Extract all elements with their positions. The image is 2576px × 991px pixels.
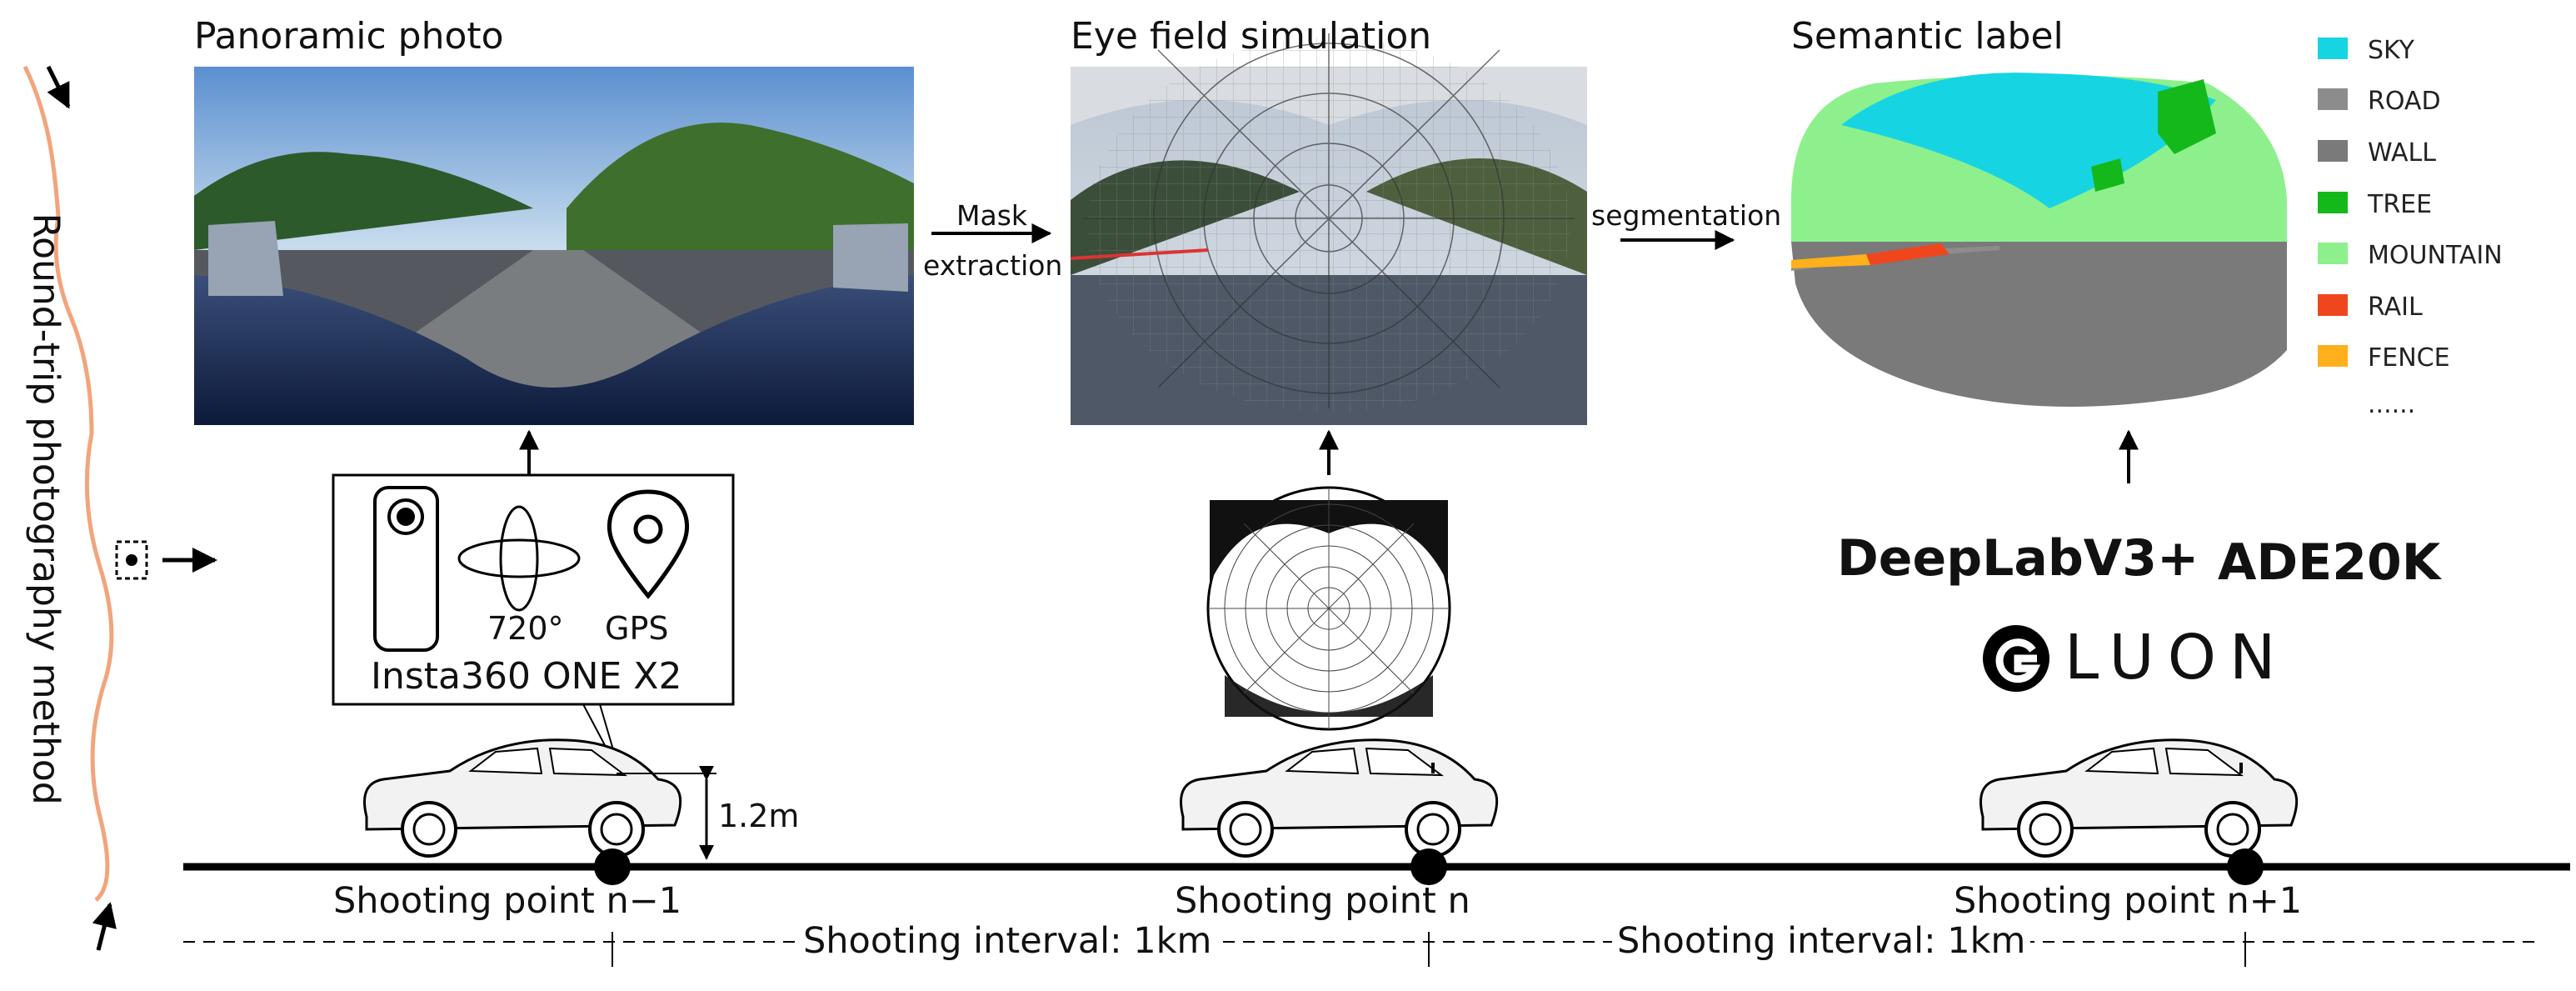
gps-label: GPS [605,610,669,647]
legend-swatch [2318,345,2348,367]
polar-eye-chart [1206,486,1451,731]
car-n-plus-1 [1979,738,2299,858]
gluon-logo-mark [1983,625,2049,692]
car-n [1180,738,1499,858]
method-label: Round-trip photography method [24,213,67,805]
legend-label: FENCE [2368,343,2450,373]
legend-swatch [2318,294,2348,316]
eye-field-image [1070,33,1587,425]
camera-icon [373,486,439,652]
car-n-minus-1 [363,738,682,858]
legend-swatch [2318,140,2348,162]
shooting-point-label-1: Shooting point n−1 [333,880,682,922]
legend-label: MOUNTAIN [2368,241,2503,270]
legend-label: SKY [2368,36,2414,65]
interval-label-2: Shooting interval: 1km [1612,923,2031,959]
semantic-title: Semantic label [1791,15,2064,58]
route-path [22,65,114,902]
shooting-point-marker [1410,848,1447,885]
shooting-point-marker [2227,848,2264,885]
shooting-point-label-3: Shooting point n+1 [1954,880,2303,922]
legend-label: TREE [2368,190,2433,219]
legend-swatch [2318,88,2348,110]
camera-name: Insta360 ONE X2 [371,655,682,698]
rotation-label: 720° [487,610,564,647]
model-dataset-label: ADE20K [2218,533,2441,592]
segmentation-label: segmentation [1591,199,1782,232]
mask-label-2: extraction [923,249,1063,282]
legend-label: RAIL [2368,293,2423,322]
eye-field-title: Eye field simulation [1071,15,1432,58]
mask-label-1: Mask [956,199,1027,232]
semantic-segmentation [1791,73,2287,407]
car-height-label: 1.2m [718,798,800,834]
route-arrow-top [46,65,71,109]
rotation-icon [457,505,581,612]
route-arrow-bottom [92,902,117,951]
shooting-point-label-2: Shooting point n [1175,880,1470,922]
panoramic-photo [194,67,914,425]
legend-swatch [2318,243,2348,264]
legend-swatch [2318,38,2348,59]
legend-label: ROAD [2368,87,2441,116]
interval-label-1: Shooting interval: 1km [798,923,1217,959]
panoramic-title: Panoramic photo [194,15,504,58]
model-network-label: DeepLabV3+ [1837,529,2199,588]
shooting-point-marker [594,848,631,885]
brand-logo-text: LUON [2064,622,2289,693]
gps-pin-icon [607,489,689,599]
legend-label: ...... [2368,390,2416,419]
legend-label: WALL [2368,138,2436,168]
legend-swatch [2318,192,2348,213]
